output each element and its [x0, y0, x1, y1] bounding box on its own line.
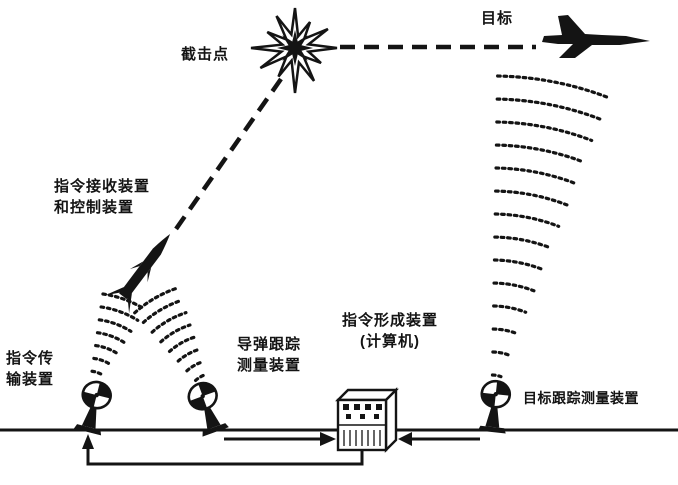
target-tracking-label: 目标跟踪测量装置 [523, 390, 639, 406]
target-label: 目标 [481, 10, 514, 27]
target-tracking-antenna-icon [476, 378, 513, 435]
command-forming-label: 指令形成装置 (计算机) [341, 312, 438, 350]
target-aircraft-icon [542, 15, 650, 58]
command-transmit-antenna-icon [72, 377, 115, 437]
command-transmit-beam [88, 292, 147, 388]
explosion-icon [250, 7, 338, 94]
command-cable [86, 446, 364, 466]
command-transmission-label: 指令传 输装置 [6, 350, 55, 388]
missile-tracking-beam [133, 286, 212, 392]
command-arrow-to-transmitter [82, 434, 94, 449]
missile-tracker-arrow-icon [320, 432, 336, 446]
missile-trajectory-dashed-line [174, 77, 283, 231]
missile-tracking-label: 导弹跟踪 测量装置 [237, 336, 302, 374]
radar-beams [88, 74, 610, 392]
target-tracker-arrow-icon [398, 432, 412, 446]
target-tracking-beam [490, 74, 610, 379]
missile-icon [105, 234, 171, 314]
computer-icon [335, 387, 399, 453]
intercept-point-label: 截击点 [181, 46, 230, 63]
missile-tracking-antenna-icon [183, 377, 231, 438]
command-receiver-label: 指令接收装置 和控制装置 [54, 178, 151, 216]
